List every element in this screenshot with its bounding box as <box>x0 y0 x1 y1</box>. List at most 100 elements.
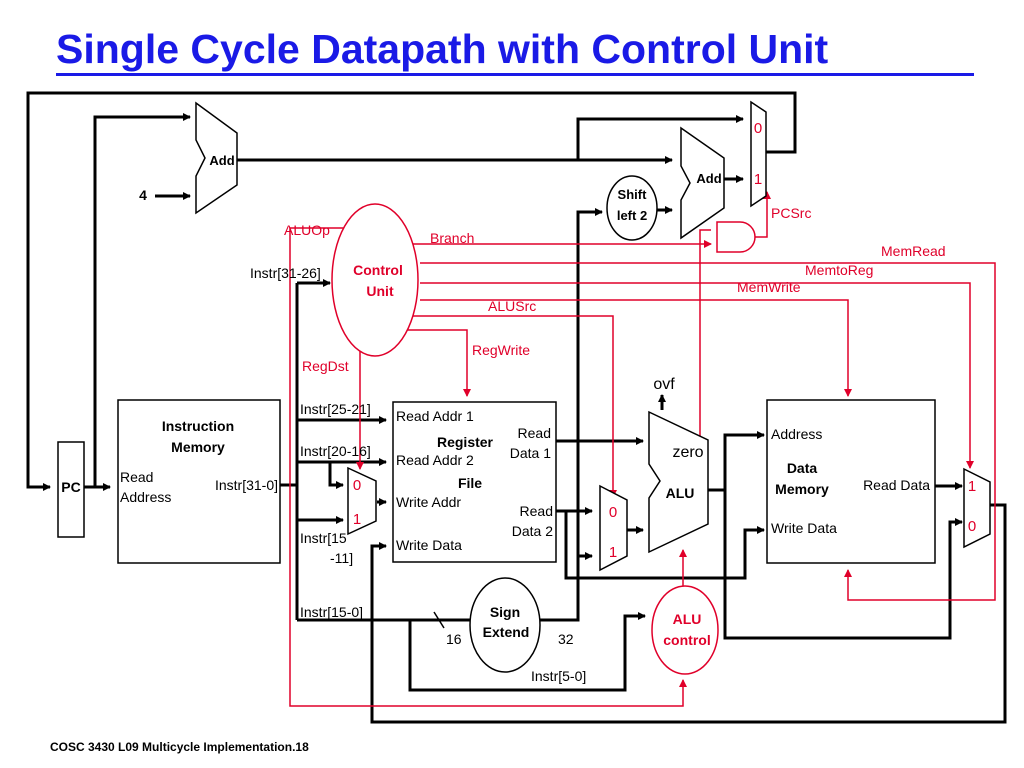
shift-label-2: left 2 <box>617 208 647 223</box>
imem-title-2: Memory <box>171 439 225 455</box>
instruction-memory <box>117 399 281 564</box>
sign-extend-label-1: Sign <box>490 604 520 620</box>
alusrc-mux <box>599 484 628 572</box>
rf-write-addr: Write Addr <box>396 494 461 510</box>
memtoreg-mux-0: 0 <box>968 518 976 535</box>
imem-out-label: Instr[31-0] <box>215 477 278 493</box>
sign-extend <box>469 577 541 673</box>
label-instr-20-16: Instr[20-16] <box>300 443 371 459</box>
alu-control <box>651 585 719 675</box>
adder-2 <box>680 126 725 240</box>
alu <box>648 410 709 554</box>
pc-mux-1: 1 <box>754 171 762 188</box>
alusrc-mux-0: 0 <box>609 504 617 521</box>
data-memory <box>766 399 936 564</box>
dmem-address: Address <box>771 426 822 442</box>
memtoreg-mux <box>963 467 991 549</box>
signal-pcsrc: PCSrc <box>771 205 811 221</box>
pc-label: PC <box>61 479 80 495</box>
shift-left-2 <box>606 175 658 241</box>
rf-read-data-2-a: Read <box>520 503 553 519</box>
signal-memtoreg: MemtoReg <box>805 262 873 278</box>
pc-register <box>57 441 85 538</box>
control-unit-label-2: Unit <box>366 283 394 299</box>
rf-read-data-1-a: Read <box>518 425 551 441</box>
alu-ovf: ovf <box>653 376 675 393</box>
dmem-read-data: Read Data <box>863 477 930 493</box>
regdst-mux-1: 1 <box>353 511 361 528</box>
label-width-16: 16 <box>446 631 462 647</box>
label-width-32: 32 <box>558 631 574 647</box>
label-instr-15-0: Instr[15-0] <box>300 604 363 620</box>
rf-write-data: Write Data <box>396 537 462 553</box>
imem-read-label-2: Address <box>120 489 171 505</box>
rf-read-data-2-b: Data 2 <box>512 523 553 539</box>
label-instr-15-11-a: Instr[15 <box>300 530 347 546</box>
control-signal-labels: ALUOp Branch MemRead MemtoReg MemWrite A… <box>284 205 946 374</box>
wire-zero-to-and <box>699 229 711 455</box>
adder-2-label: Add <box>696 171 721 186</box>
imem-title-1: Instruction <box>162 418 234 434</box>
pc-mux-0: 0 <box>754 120 762 137</box>
wire-memread <box>420 262 996 601</box>
sign-extend-label-2: Extend <box>483 624 530 640</box>
adder-1-label: Add <box>209 153 234 168</box>
dmem-title-1: Data <box>787 460 818 476</box>
label-instr-5-0: Instr[5-0] <box>531 668 586 684</box>
rf-title-1: Register <box>437 434 494 450</box>
wire-and-to-pcsrc <box>755 191 771 238</box>
signal-branch: Branch <box>430 230 474 246</box>
wire-memwrite <box>420 299 852 397</box>
slide-footer: COSC 3430 L09 Multicycle Implementation.… <box>50 740 309 754</box>
control-unit-label-1: Control <box>353 262 403 278</box>
rf-read-data-1-b: Data 1 <box>510 445 551 461</box>
pc-mux <box>750 100 767 208</box>
wire-alusrc <box>410 315 617 498</box>
rf-title-2: File <box>458 475 482 491</box>
signal-regwrite: RegWrite <box>472 342 530 358</box>
label-instr-15-11-b: -11] <box>330 550 353 566</box>
shift-label-1: Shift <box>618 187 648 202</box>
adder-1 <box>195 101 238 215</box>
register-file <box>392 401 557 563</box>
wire-pc-to-add1 <box>93 113 191 487</box>
wire-signext-to-shift <box>538 208 603 622</box>
wire-alu-bypass <box>723 490 963 640</box>
wire-rd2-to-writedata <box>564 511 765 580</box>
title-underline <box>56 73 974 76</box>
dmem-write-data: Write Data <box>771 520 837 536</box>
data-wires <box>26 91 1007 724</box>
alu-zero: zero <box>672 444 703 461</box>
alu-control-label-2: control <box>663 632 710 648</box>
signal-memread: MemRead <box>881 243 946 259</box>
signal-memwrite: MemWrite <box>737 279 801 295</box>
rf-read-addr-1: Read Addr 1 <box>396 408 474 424</box>
alusrc-mux-1: 1 <box>609 544 617 561</box>
alu-control-label-1: ALU <box>673 611 702 627</box>
wire-pcmux-to-pc <box>26 91 797 491</box>
control-unit <box>331 203 419 357</box>
wire-memtoreg <box>420 282 974 469</box>
alu-label: ALU <box>666 485 695 501</box>
control-wires <box>289 191 996 707</box>
regdst-mux <box>347 466 377 536</box>
memtoreg-mux-1: 1 <box>968 478 976 495</box>
wire-memmux-to-writedata <box>370 503 1007 724</box>
signal-alusrc: ALUSrc <box>488 298 536 314</box>
wire-aluop <box>289 227 687 707</box>
wire-20-16-to-mux <box>328 462 344 489</box>
rf-read-addr-2: Read Addr 2 <box>396 452 474 468</box>
regdst-mux-0: 0 <box>353 477 361 494</box>
wire-add1-to-pcmux <box>576 115 744 160</box>
wire-alu-to-dmem <box>708 431 765 492</box>
wire-instr-5-0 <box>408 612 646 692</box>
const-4: 4 <box>139 187 147 203</box>
signal-regdst: RegDst <box>302 358 349 374</box>
slide-title: Single Cycle Datapath with Control Unit <box>56 26 829 72</box>
signal-aluop: ALUOp <box>284 222 330 238</box>
label-instr-25-21: Instr[25-21] <box>300 401 371 417</box>
label-instr-31-26: Instr[31-26] <box>250 265 321 281</box>
imem-read-label-1: Read <box>120 469 153 485</box>
and-gate <box>716 221 756 253</box>
